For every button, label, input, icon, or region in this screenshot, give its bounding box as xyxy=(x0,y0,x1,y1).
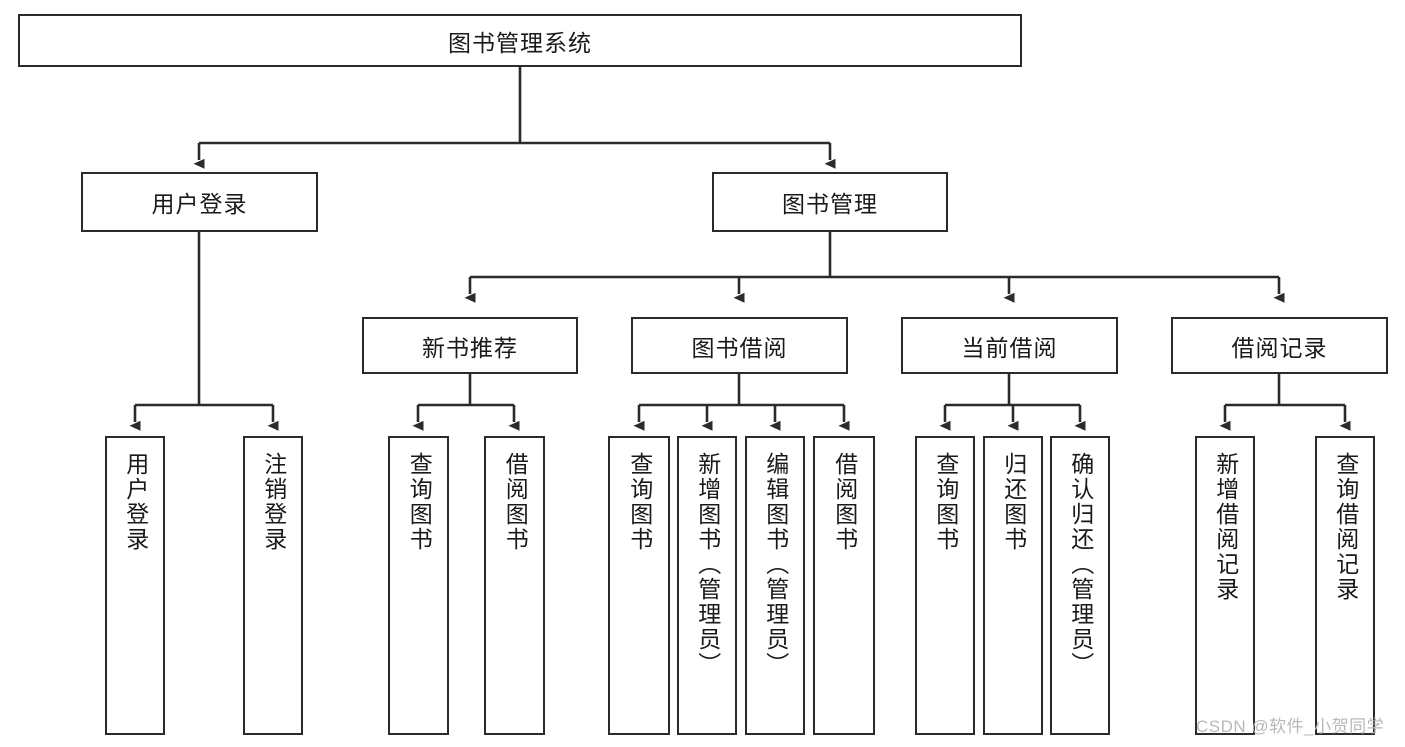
node-label: 借阅图书 xyxy=(831,452,858,552)
node-book-borrow[interactable]: 图书借阅 xyxy=(631,317,848,374)
node-label: 新增借阅记录 xyxy=(1212,452,1239,602)
leaf-leaf-query-book-3[interactable]: 查询图书 xyxy=(915,436,975,735)
node-label: 借阅记录 xyxy=(1231,334,1328,361)
csdn-watermark: CSDN @软件_小贺同学 xyxy=(1196,717,1385,736)
leaf-leaf-query-book-1[interactable]: 查询图书 xyxy=(388,436,449,735)
node-label: 用户登录 xyxy=(122,452,149,552)
node-label: 确认归还（管理员） xyxy=(1067,452,1094,677)
leaf-leaf-add-record[interactable]: 新增借阅记录 xyxy=(1195,436,1255,735)
node-label: 借阅图书 xyxy=(502,452,529,552)
leaf-leaf-borrow-book-2[interactable]: 借阅图书 xyxy=(813,436,875,735)
node-current-borrow[interactable]: 当前借阅 xyxy=(901,317,1118,374)
node-borrow-record[interactable]: 借阅记录 xyxy=(1171,317,1388,374)
leaf-leaf-borrow-book-1[interactable]: 借阅图书 xyxy=(484,436,545,735)
leaf-leaf-edit-book[interactable]: 编辑图书（管理员） xyxy=(745,436,805,735)
node-label: 注销登录 xyxy=(260,452,287,552)
node-user-login[interactable]: 用户登录 xyxy=(81,172,318,232)
leaf-leaf-query-record[interactable]: 查询借阅记录 xyxy=(1315,436,1375,735)
node-label: 图书管理系统 xyxy=(448,29,592,56)
node-label: 查询图书 xyxy=(932,452,959,552)
leaf-leaf-add-book[interactable]: 新增图书（管理员） xyxy=(677,436,737,735)
node-label: 归还图书 xyxy=(1000,452,1027,552)
leaf-leaf-return-book[interactable]: 归还图书 xyxy=(983,436,1043,735)
leaf-leaf-user-login[interactable]: 用户登录 xyxy=(105,436,165,735)
node-label: 图书管理 xyxy=(782,191,878,217)
node-label: 新书推荐 xyxy=(422,334,518,361)
node-root[interactable]: 图书管理系统 xyxy=(18,14,1022,67)
node-label: 新增图书（管理员） xyxy=(694,452,721,677)
node-new-book-rec[interactable]: 新书推荐 xyxy=(362,317,578,374)
node-label: 查询图书 xyxy=(406,452,433,552)
node-label: 编辑图书（管理员） xyxy=(762,452,789,677)
node-label: 用户登录 xyxy=(151,191,248,217)
node-label: 图书借阅 xyxy=(691,334,788,361)
leaf-leaf-logout[interactable]: 注销登录 xyxy=(243,436,303,735)
leaf-leaf-confirm-return[interactable]: 确认归还（管理员） xyxy=(1050,436,1110,735)
node-label: 查询借阅记录 xyxy=(1332,452,1359,602)
leaf-leaf-query-book-2[interactable]: 查询图书 xyxy=(608,436,670,735)
node-label: 查询图书 xyxy=(626,452,653,552)
node-book-manage[interactable]: 图书管理 xyxy=(712,172,948,232)
node-label: 当前借阅 xyxy=(961,334,1058,361)
